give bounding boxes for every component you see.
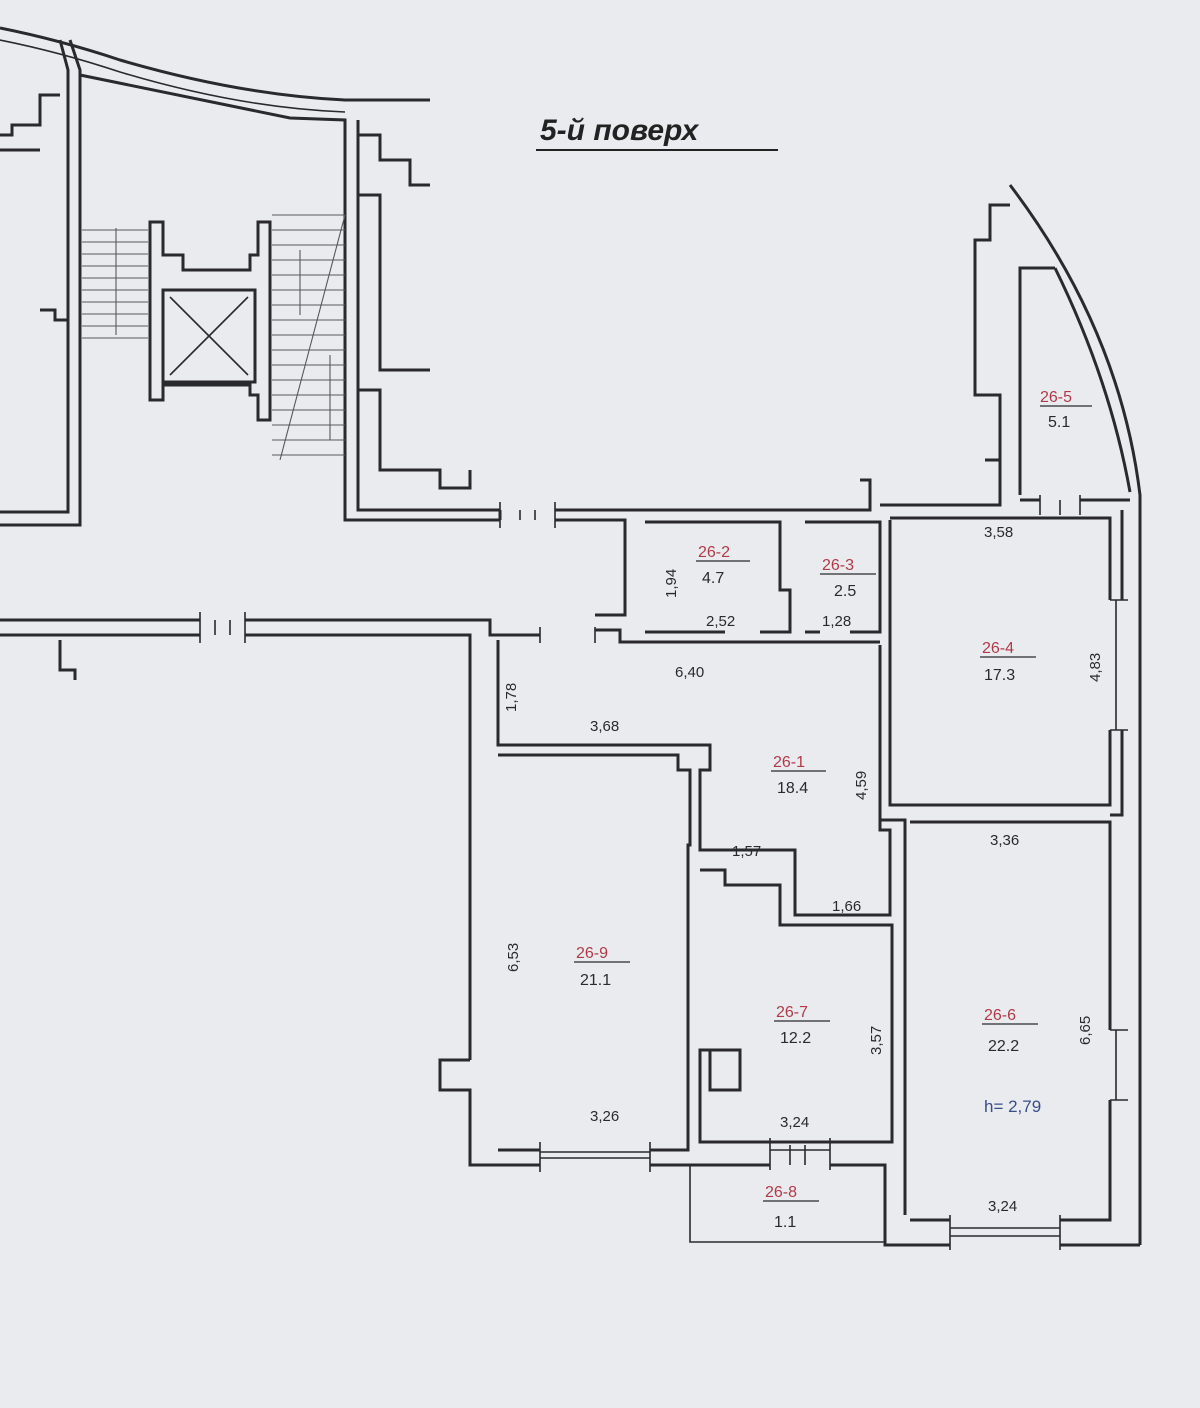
room-26-9-walls: [498, 753, 692, 1152]
room-26-6-id: 26-6: [984, 1007, 1016, 1024]
dim-r9-bottom: 3,26: [590, 1108, 619, 1125]
room-labels: 26-5 5.1 26-2 4.7 26-3 2.5 26-4 17.3 26-…: [574, 389, 1092, 1231]
dim-r4-top: 3,58: [984, 524, 1013, 541]
room-26-8-id: 26-8: [765, 1184, 797, 1201]
hall-right-wall: [880, 818, 907, 1215]
dim-r1-top: 6,40: [675, 664, 704, 681]
ceiling-height-note: h= 2,79: [984, 1097, 1041, 1116]
facade-curve-inner: [0, 39, 346, 113]
dim-r4-side: 4,83: [1087, 653, 1104, 682]
room-26-5-area: 5.1: [1048, 414, 1070, 431]
dim-r1-a: 1,57: [732, 843, 761, 860]
room-26-7-window: [769, 1138, 831, 1170]
room-26-6-window-bottom: [949, 1215, 1061, 1250]
dim-r2-w: 2,52: [706, 613, 735, 630]
room-26-6-window: [1110, 1029, 1128, 1101]
room-26-5-id: 26-5: [1040, 389, 1072, 406]
wall-stub-left: [58, 640, 77, 680]
corridor-walls: [0, 458, 1002, 1060]
floor-title: 5-й поверх: [540, 114, 700, 147]
dim-r1-left: 1,78: [503, 683, 520, 712]
room-26-2-area: 4.7: [702, 570, 724, 587]
room-26-2-walls: [645, 520, 792, 634]
dimension-labels: 1,94 2,52 1,28 3,58 4,83 6,40 1,78 3,68 …: [503, 524, 1104, 1215]
room-26-7-area: 12.2: [780, 1030, 811, 1047]
room-26-9-id: 26-9: [576, 945, 608, 962]
stair-core: [0, 39, 500, 527]
dim-r7-side: 3,57: [868, 1026, 885, 1055]
room-26-3-walls: [805, 520, 882, 634]
dim-r9-side: 6,53: [505, 943, 522, 972]
room-26-7-walls: [698, 868, 894, 1144]
room-26-1-id: 26-1: [773, 754, 805, 771]
room-26-4-ext: [1110, 510, 1124, 817]
facade-curve: [0, 26, 430, 102]
room-26-8-area: 1.1: [774, 1214, 796, 1231]
room-26-7-id: 26-7: [776, 1004, 808, 1021]
room-26-9-ext: [438, 1058, 770, 1167]
dim-r1-b: 1,66: [832, 898, 861, 915]
room-26-9-area: 21.1: [580, 972, 611, 989]
room-26-4-id: 26-4: [982, 640, 1014, 657]
room-26-6-area: 22.2: [988, 1038, 1019, 1055]
room-26-8-rail: [689, 1165, 885, 1243]
room-26-3-area: 2.5: [834, 583, 856, 600]
dim-r6-side: 6,65: [1077, 1016, 1094, 1045]
room-26-4-walls: [888, 516, 1112, 807]
room-26-9-window: [539, 1142, 651, 1172]
room-26-1-walls: [496, 640, 892, 917]
dim-r6-top: 3,36: [990, 832, 1019, 849]
room-26-4-area: 17.3: [984, 667, 1015, 684]
room-26-6-walls: [910, 820, 1112, 1222]
dim-r2-h: 1,94: [663, 569, 680, 598]
dim-r1-side: 4,59: [853, 771, 870, 800]
room-26-5-walls: [973, 184, 1142, 1245]
dim-r3-w: 1,28: [822, 613, 851, 630]
dim-r1-mid: 3,68: [590, 718, 619, 735]
room-26-1-area: 18.4: [777, 780, 808, 797]
room-26-2-id: 26-2: [698, 544, 730, 561]
room-26-4-window: [1110, 599, 1128, 731]
dim-r6-bottom: 3,24: [988, 1198, 1017, 1215]
dim-r7-bottom: 3,24: [780, 1114, 809, 1131]
room-26-8-walls: [830, 1163, 1140, 1247]
room-26-3-id: 26-3: [822, 557, 854, 574]
